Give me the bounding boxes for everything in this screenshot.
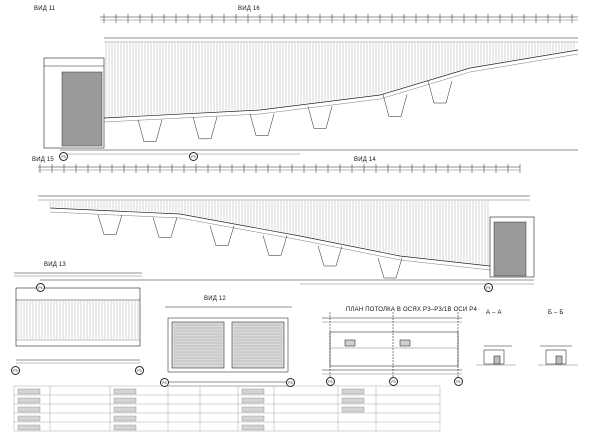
bracket-section	[382, 94, 408, 117]
legend-swatch	[113, 424, 137, 431]
grid-axis-bubble: Р3	[59, 152, 68, 161]
legend-swatch	[113, 406, 137, 413]
bracket-section	[97, 214, 123, 236]
view-12-hatching	[174, 324, 282, 365]
legend-swatch	[113, 388, 137, 395]
ceiling-plan-title: ПЛАН ПОТОЛКА В ОСЯХ Р3–Р3/1В ОСИ Р4	[346, 307, 478, 313]
view-13-drawing	[14, 272, 142, 364]
view-12-drawing	[165, 306, 292, 387]
grid-axis-bubble: Р3	[11, 366, 20, 375]
bracket-section	[262, 235, 288, 256]
legend-swatch	[17, 388, 41, 395]
view-13-hatching	[17, 301, 139, 339]
view-16-hatching	[105, 43, 575, 117]
bracket-section	[307, 106, 333, 129]
grid-axis-bubble: Р3	[326, 377, 335, 386]
bracket-section	[209, 225, 235, 246]
view-14-hatching	[49, 201, 489, 265]
view-11-title: ВИД 11	[34, 6, 56, 12]
view-16-title: ВИД 16	[238, 6, 260, 12]
ceiling-plan-drawing	[322, 312, 462, 378]
section-bb-drawing	[538, 345, 578, 366]
view-12-title: ВИД 12	[204, 296, 226, 302]
view-16-drawing	[43, 14, 579, 155]
legend-swatch	[341, 406, 365, 413]
legend-swatch	[241, 388, 265, 395]
legend-swatch	[17, 406, 41, 413]
view-14-title: ВИД 14	[354, 157, 376, 163]
legend-swatch	[241, 424, 265, 431]
legend-swatch	[241, 415, 265, 422]
view-15-title: ВИД 15	[32, 157, 54, 163]
bracket-section	[377, 257, 403, 279]
legend-swatch	[17, 397, 41, 404]
grid-axis-bubble: Р3	[160, 378, 169, 387]
legend-swatch	[17, 424, 41, 431]
bracket-section	[317, 245, 343, 267]
legend-swatch	[341, 397, 365, 404]
view-14-drawing	[38, 164, 535, 285]
legend-swatch	[113, 415, 137, 422]
view-13-title: ВИД 13	[44, 262, 66, 268]
grid-axis-bubble: Р4	[454, 377, 463, 386]
legend-swatch	[241, 397, 265, 404]
legend-table	[13, 385, 441, 432]
grid-axis-bubble: Р3	[135, 366, 144, 375]
grid-axis-bubble: Р3	[189, 152, 198, 161]
grid-axis-bubble: Р4	[484, 283, 493, 292]
grid-axis-bubble: Р4	[36, 283, 45, 292]
section-bb-title: Б – Б	[548, 310, 564, 316]
bracket-section	[249, 113, 275, 136]
section-aa-drawing	[476, 345, 516, 366]
bracket-section	[137, 119, 163, 142]
legend-swatch	[241, 406, 265, 413]
legend-swatch	[113, 397, 137, 404]
legend-swatch	[17, 415, 41, 422]
bracket-section	[152, 217, 178, 238]
grid-axis-bubble: Р3	[286, 378, 295, 387]
bracket-section	[427, 80, 453, 104]
section-aa-title: А – А	[486, 310, 502, 316]
legend-swatch	[341, 388, 365, 395]
grid-axis-bubble: Р3	[389, 377, 398, 386]
bracket-section	[192, 116, 218, 140]
